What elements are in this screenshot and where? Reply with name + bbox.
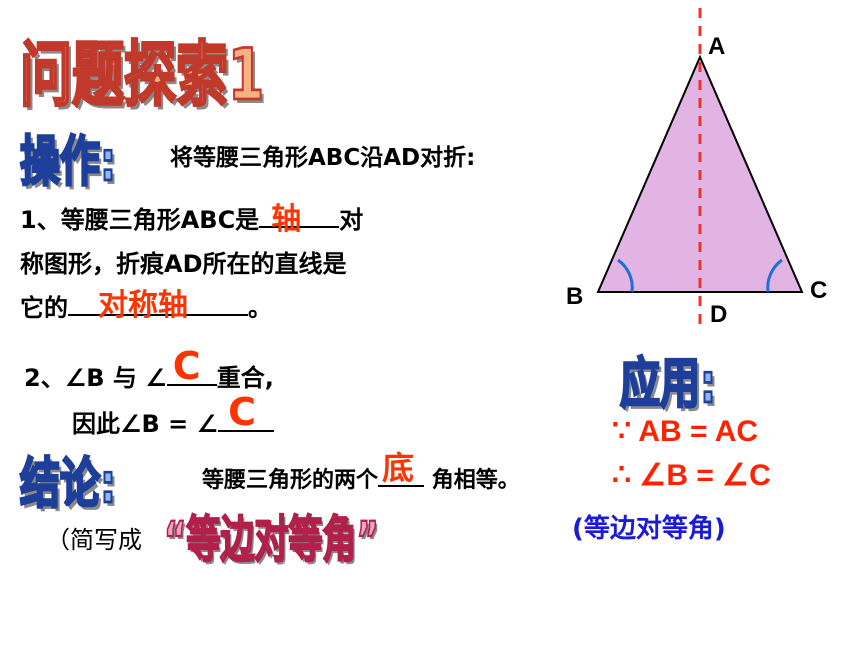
q1-line3-prefix: 它的 <box>20 294 68 322</box>
short-form-open: （简写成 <box>46 526 142 554</box>
q1-text-part1: 1、等腰三角形ABC是 <box>20 206 260 234</box>
vertex-label-d: D <box>710 301 727 328</box>
conclusion-text: 等腰三角形的两个底 角相等。 <box>202 449 520 494</box>
q2-blank-2: C <box>218 390 275 434</box>
conclusion-text-suffix: 角相等。 <box>431 468 520 493</box>
angle-b-arc <box>617 258 634 293</box>
slide-title: 问题探索1 <box>19 34 265 118</box>
question-1-line-2: 称图形，折痕AD所在的直线是 <box>20 250 347 278</box>
q1-answer-2: 对称轴 <box>98 288 188 323</box>
vertex-label-c: C <box>810 277 827 304</box>
vertex-label-b: B <box>566 283 583 310</box>
application-result: ∴ ∠B = ∠C <box>612 459 771 492</box>
q1-answer: 轴 <box>271 202 302 237</box>
vertex-label-a: A <box>708 33 725 60</box>
short-form-wordart: “等边对等角” <box>163 511 379 571</box>
application-given: ∵ AB = AC <box>612 415 759 448</box>
q2-line1-prefix: 2、∠B 与 ∠ <box>24 364 167 392</box>
operation-instruction: 将等腰三角形ABC沿AD对折: <box>170 145 476 171</box>
q2-answer-1: C <box>172 344 201 388</box>
question-1-line-1: 1、等腰三角形ABC是轴 对 <box>20 200 364 237</box>
question-2-line-2: 因此∠B = ∠ C <box>72 390 275 439</box>
operation-heading: 操作: <box>19 130 117 195</box>
application-heading: 应用: <box>619 352 717 417</box>
angle-c-arc <box>766 258 783 293</box>
q2-answer-2: C <box>228 390 257 434</box>
q1-line3-suffix: 。 <box>248 294 272 322</box>
conclusion-blank: 底 <box>378 449 425 487</box>
q1-text-part2: 对 <box>339 206 364 234</box>
q1-blank-2: 对称轴 <box>68 288 248 323</box>
conclusion-answer: 底 <box>382 449 415 487</box>
q2-line2-prefix: 因此∠B = ∠ <box>72 410 219 438</box>
question-1-line-3: 它的 对称轴 。 <box>20 288 272 323</box>
isosceles-triangle-figure: A B C D <box>566 8 827 328</box>
conclusion-heading: 结论: <box>19 452 117 517</box>
conclusion-text-prefix: 等腰三角形的两个 <box>202 468 379 493</box>
q1-blank: 轴 <box>259 202 340 237</box>
q2-line1-suffix: 重合, <box>216 364 274 392</box>
q2-blank-1: C <box>166 344 217 388</box>
question-2-line-1: 2、∠B 与 ∠C 重合, <box>24 344 274 393</box>
application-reason: (等边对等角) <box>572 514 726 544</box>
